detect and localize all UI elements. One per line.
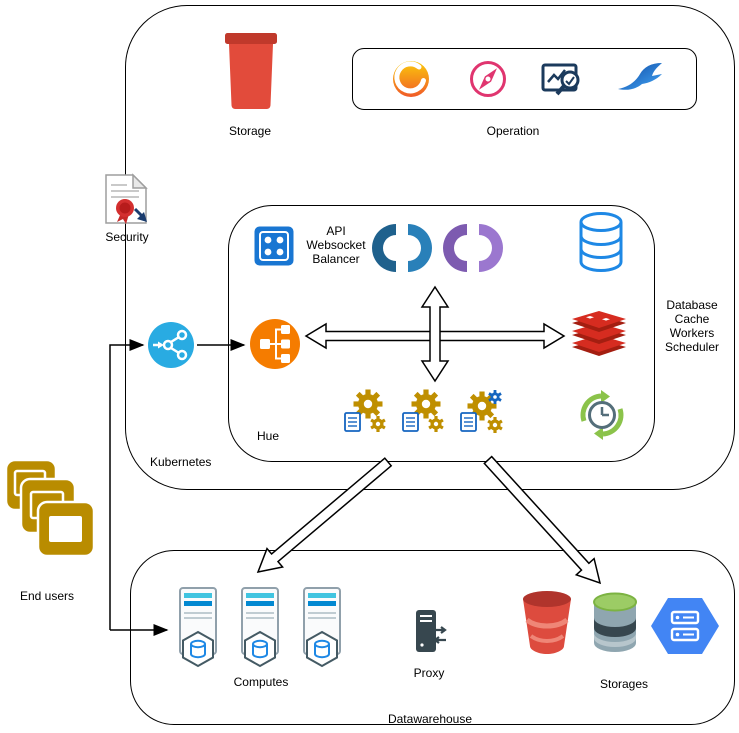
worker-gear-plus-icon xyxy=(460,390,503,433)
arrow-api-workers-bidirectional xyxy=(420,285,450,383)
storage-label: Storage xyxy=(228,124,272,138)
fluentbit-bird-icon xyxy=(618,63,662,90)
server-database-icon xyxy=(179,587,217,668)
storages-label: Storages xyxy=(599,677,649,691)
connector-endusers-to-loadbalancer xyxy=(109,339,145,630)
arrow-hue-to-computes xyxy=(256,457,393,574)
compass-icon xyxy=(470,61,506,97)
database-cylinder-icon xyxy=(579,212,623,272)
security-label: Security xyxy=(105,230,149,244)
api-websocket-balancer-label: API Websocket Balancer xyxy=(306,224,366,266)
clock-refresh-icon xyxy=(580,390,624,440)
proxy-server-icon xyxy=(416,610,447,652)
api-grid-icon xyxy=(254,226,294,266)
operation-label: Operation xyxy=(486,124,540,138)
share-network-blue-icon xyxy=(148,322,194,368)
analytics-search-icon xyxy=(541,63,580,96)
server-database-icon xyxy=(303,587,341,668)
arrow-hue-to-storages xyxy=(483,455,602,585)
computes-label: Computes xyxy=(233,675,289,689)
share-network-orange-icon xyxy=(250,319,300,369)
documents-stack-icon xyxy=(4,458,96,558)
database-cache-workers-scheduler-label: Database Cache Workers Scheduler xyxy=(664,298,720,354)
hue-label: Hue xyxy=(256,429,279,443)
worker-gear-icon xyxy=(402,389,444,432)
storage-cylinder-icon xyxy=(593,592,637,652)
datawarehouse-label: Datawarehouse xyxy=(387,712,473,726)
grafana-icon xyxy=(393,61,429,97)
proxy-label: Proxy xyxy=(413,666,445,680)
hue-logo-blue-icon xyxy=(372,224,432,272)
s3-bucket-icon xyxy=(523,591,571,654)
storage-bucket-icon xyxy=(225,33,277,109)
redis-icon xyxy=(572,311,626,356)
kubernetes-label: Kubernetes xyxy=(150,455,212,469)
end-users-label: End users xyxy=(19,589,75,603)
worker-gear-icon xyxy=(344,389,386,432)
hue-logo-purple-icon xyxy=(443,224,503,272)
certificate-document-icon xyxy=(105,173,148,224)
gcp-hexagon-icon xyxy=(651,598,719,654)
server-database-icon xyxy=(241,587,279,668)
